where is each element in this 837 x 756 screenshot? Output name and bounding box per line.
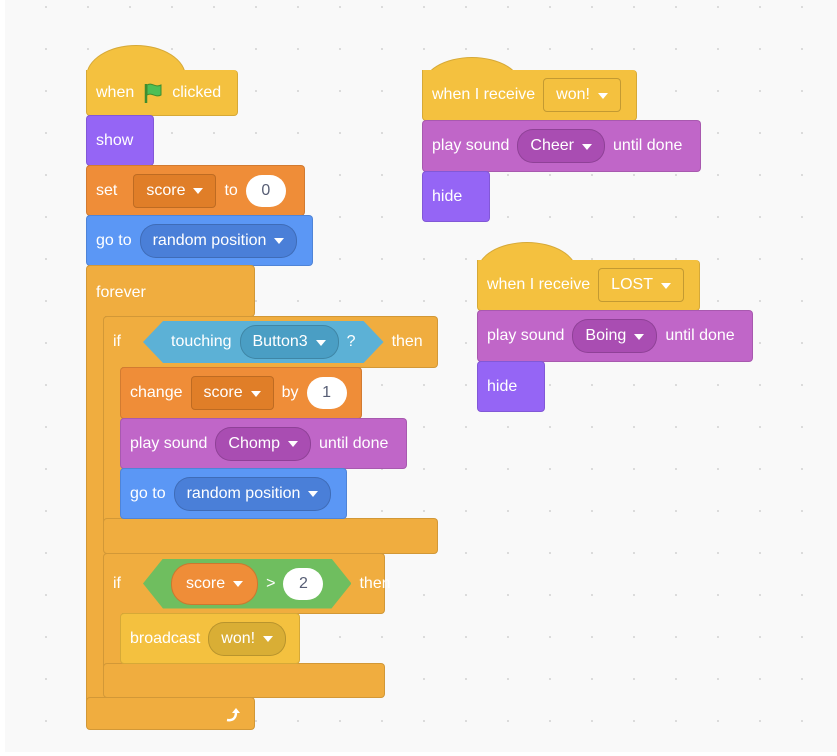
value-input[interactable]: 0 (245, 174, 286, 207)
block-label: show (96, 131, 134, 149)
if-touching-block[interactable]: if touching Button3 ? then (103, 316, 438, 368)
dropdown-value: Chomp (228, 434, 280, 452)
block-label: go to (96, 231, 132, 249)
value-input[interactable]: 1 (306, 377, 347, 409)
if-bottom (103, 663, 385, 698)
block-label: then (391, 333, 423, 350)
go-to-block[interactable]: go to random position (86, 215, 313, 266)
sound-dropdown[interactable]: Cheer (517, 129, 605, 163)
variable-dropdown[interactable]: score (133, 173, 217, 208)
go-to-block[interactable]: go to random position (120, 468, 347, 519)
if-arm (103, 362, 122, 522)
block-label: forever (96, 284, 146, 301)
set-variable-block[interactable]: set score to 0 (86, 165, 305, 216)
touching-condition[interactable]: touching Button3 ? (143, 321, 384, 363)
play-sound-block[interactable]: play sound Chomp until done (120, 418, 407, 469)
forever-arm (86, 310, 105, 705)
block-label: then (359, 574, 391, 592)
block-label: until done (318, 434, 389, 452)
reporter-label: score (186, 574, 226, 592)
when-i-receive-block[interactable]: when I receive LOST (477, 260, 700, 311)
block-label: play sound (432, 137, 510, 154)
block-label: until done (612, 137, 683, 154)
dropdown-value: Boing (585, 327, 627, 344)
message-dropdown[interactable]: won! (543, 78, 621, 112)
when-flag-clicked-block[interactable]: when clicked (86, 70, 238, 116)
if-score-block[interactable]: if score > 2 then (103, 553, 391, 614)
block-label: when (96, 83, 135, 101)
when-i-receive-block[interactable]: when I receive won! (422, 70, 637, 121)
block-label: hide (487, 377, 518, 395)
play-sound-block[interactable]: play sound Boing until done (477, 310, 753, 362)
operator-label: > (266, 574, 276, 592)
block-label: if (113, 333, 121, 350)
broadcast-block[interactable]: broadcast won! (120, 613, 300, 664)
dropdown-value: random position (152, 231, 267, 249)
block-label: hide (432, 187, 463, 205)
dropdown-value: score (146, 181, 186, 199)
score-reporter[interactable]: score (171, 563, 258, 605)
block-label: if (113, 574, 121, 592)
target-dropdown[interactable]: random position (173, 476, 332, 511)
message-dropdown[interactable]: LOST (598, 268, 684, 302)
block-label: play sound (487, 327, 565, 344)
green-flag-icon (145, 83, 162, 103)
block-label: clicked (172, 83, 222, 101)
block-label: ? (346, 333, 356, 350)
object-dropdown[interactable]: Button3 (240, 325, 339, 359)
block-label: touching (171, 333, 232, 350)
block-label: when I receive (487, 276, 591, 293)
hide-block[interactable]: hide (422, 171, 490, 222)
if-bottom (103, 518, 438, 554)
block-label: until done (665, 327, 735, 344)
dropdown-value: Cheer (530, 137, 574, 154)
block-label: by (281, 384, 299, 401)
show-block[interactable]: show (86, 115, 154, 166)
message-dropdown[interactable]: won! (208, 621, 287, 656)
dropdown-value: score (203, 384, 243, 401)
if-arm (103, 608, 122, 668)
block-label: change (130, 384, 183, 401)
block-label: broadcast (130, 629, 201, 647)
block-label: set (96, 181, 118, 199)
greater-than-operator[interactable]: score > 2 (143, 559, 351, 609)
loop-arrow-icon (226, 707, 240, 721)
variable-dropdown[interactable]: score (190, 376, 274, 410)
hide-block[interactable]: hide (477, 361, 545, 412)
dropdown-value: Button3 (252, 333, 308, 350)
play-sound-block[interactable]: play sound Cheer until done (422, 120, 701, 172)
dropdown-value: random position (186, 484, 301, 502)
block-label: to (224, 181, 238, 199)
dropdown-value: won! (556, 86, 590, 103)
block-label: when I receive (432, 86, 536, 103)
dropdown-value: won! (221, 629, 256, 647)
dropdown-value: LOST (611, 276, 653, 293)
block-label: go to (130, 484, 166, 502)
sound-dropdown[interactable]: Chomp (215, 426, 311, 461)
forever-bottom (86, 697, 255, 730)
target-dropdown[interactable]: random position (139, 223, 298, 258)
block-label: play sound (130, 434, 208, 452)
forever-block[interactable]: forever (86, 265, 255, 317)
value-input[interactable]: 2 (283, 568, 323, 600)
sound-dropdown[interactable]: Boing (572, 319, 658, 353)
change-variable-block[interactable]: change score by 1 (120, 367, 362, 419)
